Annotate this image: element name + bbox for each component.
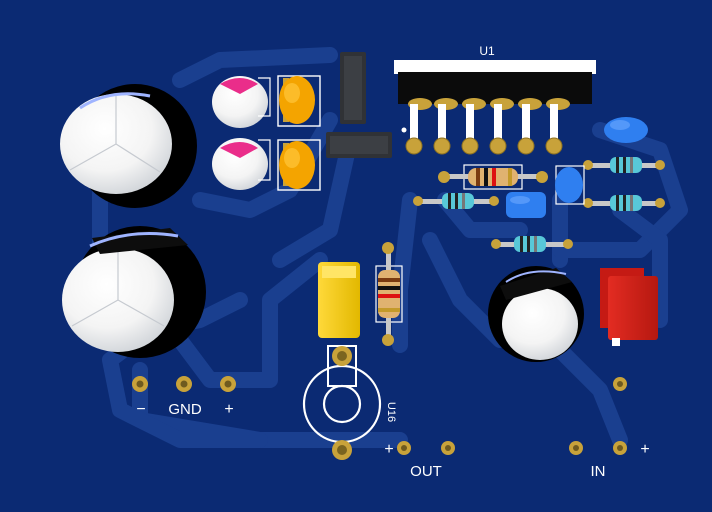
smd-diode-horizontal [326,127,407,158]
yellow-capacitor [318,262,360,338]
power-gnd-label: GND [168,401,202,418]
traces [92,47,688,448]
in-plus-label: + [640,441,649,458]
tantalum-capacitor-1 [277,75,321,127]
resistor-vertical [375,242,403,346]
blue-capacitor-2 [555,165,585,205]
pads-out [397,441,455,455]
resistor-small-2 [583,157,665,173]
ic-u1-leads [410,104,558,144]
blue-capacitor-3 [506,192,546,218]
resistor-small-1 [413,193,499,209]
power-plus-label: + [224,401,233,418]
pads-power [132,376,236,392]
out-label: OUT [410,463,442,480]
tantalum-capacitor-2 [277,139,321,191]
regulator-u16 [302,345,382,460]
in-label: IN [591,463,606,480]
small-capacitor-1 [212,76,271,128]
pads-in [569,377,627,455]
ic-u1-label: U1 [479,44,495,58]
electrolytic-capacitor-1 [60,84,197,208]
blue-capacitor-1 [604,117,648,143]
smd-diode-vertical [340,52,366,124]
resistor-small-4 [491,236,573,252]
electrolytic-capacitor-3 [488,266,584,362]
out-plus-label: + [384,441,393,458]
resistor-small-3 [583,195,665,211]
small-capacitor-2 [212,138,271,190]
power-minus-label: − [136,401,145,418]
resistor-large-horizontal [438,164,548,190]
ic-u1 [394,60,596,155]
red-capacitor [600,268,658,346]
electrolytic-capacitor-2 [62,226,206,358]
regulator-label: U16 [385,402,397,422]
